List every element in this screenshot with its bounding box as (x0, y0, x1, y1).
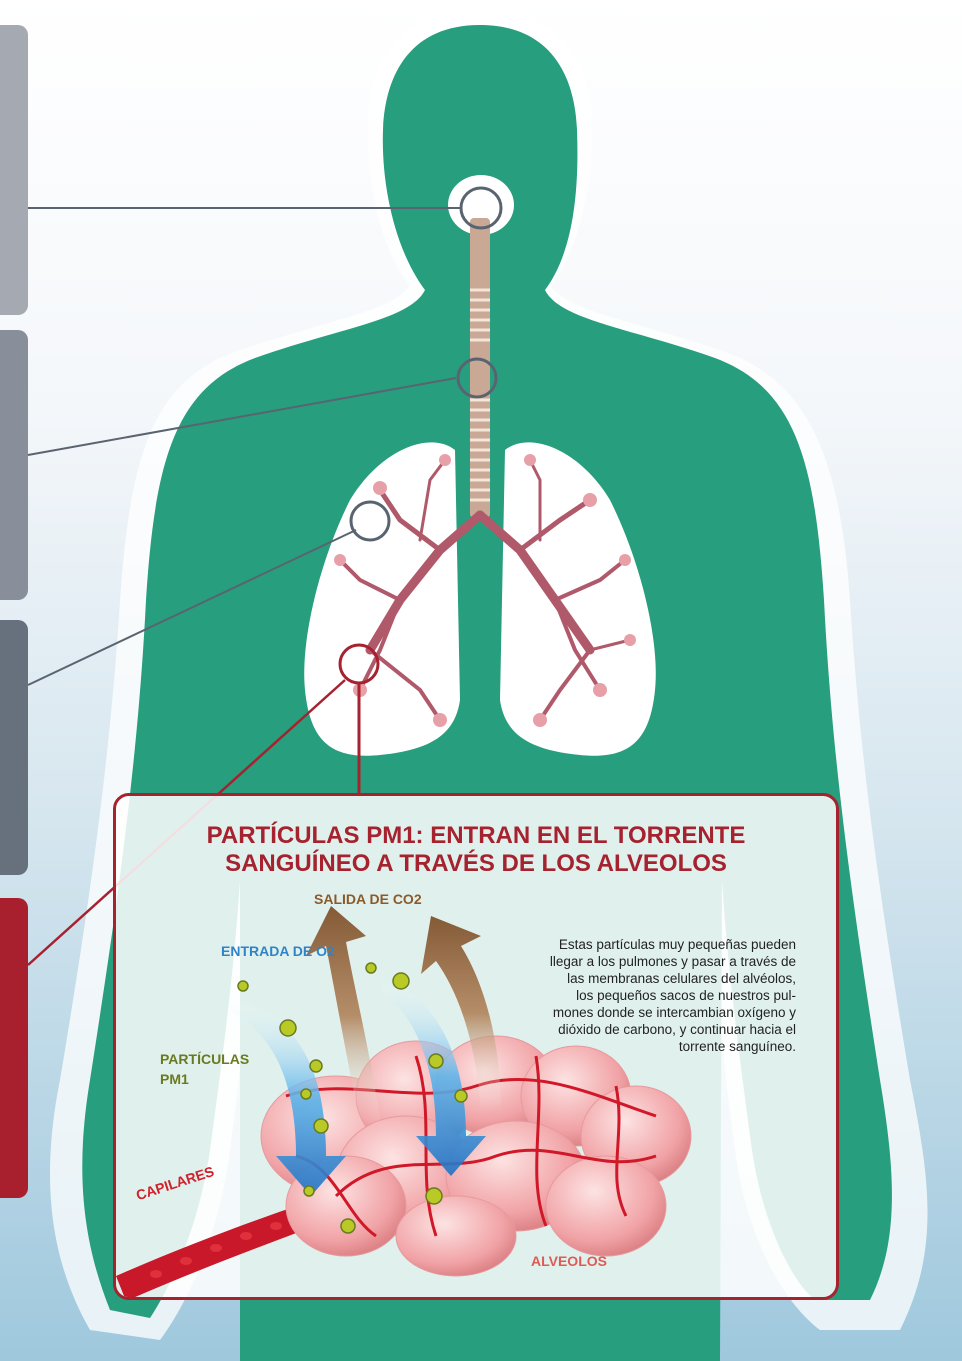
alveoli-info-panel: PARTÍCULAS PM1: ENTRAN EN EL TORRENTE SA… (113, 793, 839, 1300)
trachea (470, 218, 490, 518)
pm1-particles-label: PARTÍCULAS PM1 (160, 1049, 249, 1089)
description-text: Estas partículas muy pequeñas pueden lle… (486, 936, 796, 1055)
o2-entry-label: ENTRADA DE O2 (221, 943, 335, 959)
alveoli-label: ALVEOLOS (531, 1253, 607, 1269)
co2-exit-label: SALIDA DE CO2 (314, 891, 422, 907)
